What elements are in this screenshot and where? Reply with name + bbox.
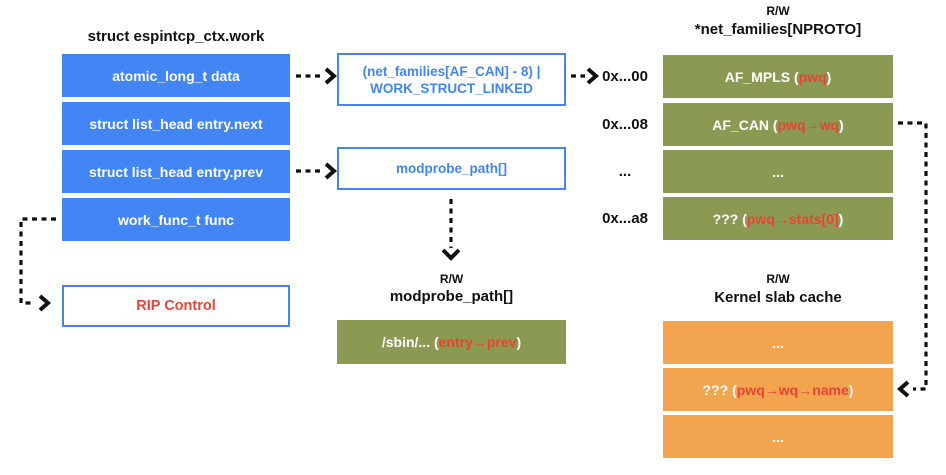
net-families-row-stats-text: ??? (pwq→stats[0]) [713, 211, 844, 227]
slab-row-top-text: ... [772, 335, 784, 351]
arrowhead-afcan-to-slab [896, 380, 910, 398]
prev-payload-box: modprobe_path[] [337, 147, 566, 190]
slab-access-label: R/W [766, 272, 790, 286]
slab-row-top: ... [663, 321, 893, 364]
struct-field-data-label: atomic_long_t data [112, 67, 240, 84]
afcan-highlight: pwq→wq [777, 116, 840, 133]
afmpls-pre: AF_MPLS ( [724, 68, 799, 85]
struct-field-func: work_func_t func [62, 198, 290, 241]
afmpls-post: ) [826, 68, 832, 85]
slab-row-wq-name-text: ??? (pwq→wq→name) [703, 382, 854, 398]
net-families-table-title: *net_families[NPROTO] [694, 21, 862, 38]
struct-field-entry-prev: struct list_head entry.prev [62, 150, 290, 193]
offset-label-a8: 0x...a8 [602, 210, 648, 227]
slab-row-wq-name: ??? (pwq→wq→name) [663, 368, 893, 411]
struct-field-data: atomic_long_t data [62, 54, 290, 97]
net-families-row-afmpls: AF_MPLS (pwq) [663, 55, 893, 98]
modprobe-table-title: modprobe_path[] [389, 288, 514, 305]
struct-field-entry-next: struct list_head entry.next [62, 102, 290, 145]
arrowhead-data-to-payload [324, 67, 338, 85]
arrowhead-modprobe-down [441, 248, 461, 261]
slab-bottom-pre: ... [772, 428, 784, 445]
data-payload-line2: WORK_STRUCT_LINKED [370, 80, 533, 96]
arrow-afcan-to-slab [898, 121, 928, 391]
modprobe-value-row: /sbin/... (entry→prev) [337, 320, 566, 364]
modprobe-value-post: ) [516, 334, 522, 350]
slab-row-bottom: ... [663, 415, 893, 458]
espintcp-work-title: struct espintcp_ctx.work [87, 28, 265, 45]
net-families-row-ellipsis: ... [663, 150, 893, 193]
struct-field-entry-next-label: struct list_head entry.next [89, 115, 263, 132]
rip-control-box: RIP Control [62, 285, 290, 327]
prev-payload-label: modprobe_path[] [396, 161, 507, 176]
data-payload-label: (net_families[AF_CAN] - 8) | WORK_STRUCT… [363, 63, 541, 97]
stats-post: ) [838, 210, 844, 227]
offset-label-00: 0x...00 [602, 68, 648, 85]
slab-name-highlight: pwq→wq→name [736, 381, 849, 398]
net-families-row-stats: ??? (pwq→stats[0]) [663, 197, 893, 240]
rip-control-label: RIP Control [136, 297, 216, 314]
afmpls-highlight: pwq [798, 68, 827, 85]
net-families-row-afmpls-text: AF_MPLS (pwq) [725, 69, 832, 85]
net-families-row-ellipsis-text: ... [772, 164, 784, 180]
offset-label-ellipsis: ... [618, 163, 632, 180]
arrowhead-func-to-rip [38, 294, 52, 312]
net-families-row-afcan-text: AF_CAN (pwq→wq) [712, 117, 843, 133]
struct-field-func-label: work_func_t func [118, 211, 234, 228]
data-payload-line1: (net_families[AF_CAN] - 8) | [362, 63, 541, 79]
slab-row-bottom-text: ... [772, 429, 784, 445]
slab-name-post: ) [848, 381, 854, 398]
slab-name-pre: ??? ( [702, 381, 737, 398]
stats-highlight: pwq→stats[0] [746, 210, 839, 227]
ellipsis-pre: ... [772, 163, 784, 180]
modprobe-access-label: R/W [439, 272, 464, 286]
afcan-post: ) [839, 116, 844, 133]
modprobe-value-text: /sbin/... (entry→prev) [382, 334, 521, 350]
offset-label-08: 0x...08 [602, 116, 648, 133]
afcan-pre: AF_CAN ( [712, 116, 778, 133]
arrowhead-prev-to-modprobe [324, 162, 338, 180]
struct-field-entry-prev-label: struct list_head entry.prev [88, 163, 264, 180]
net-families-access-label: R/W [766, 4, 790, 18]
net-families-row-afcan: AF_CAN (pwq→wq) [663, 103, 893, 146]
modprobe-value-highlight: entry→prev [438, 334, 517, 350]
stats-pre: ??? ( [712, 210, 747, 227]
data-payload-box: (net_families[AF_CAN] - 8) | WORK_STRUCT… [337, 53, 566, 106]
arrow-func-to-rip [19, 217, 56, 305]
modprobe-value-pre: /sbin/... ( [381, 334, 439, 350]
slab-table-title: Kernel slab cache [714, 289, 842, 306]
slab-top-pre: ... [772, 334, 784, 351]
